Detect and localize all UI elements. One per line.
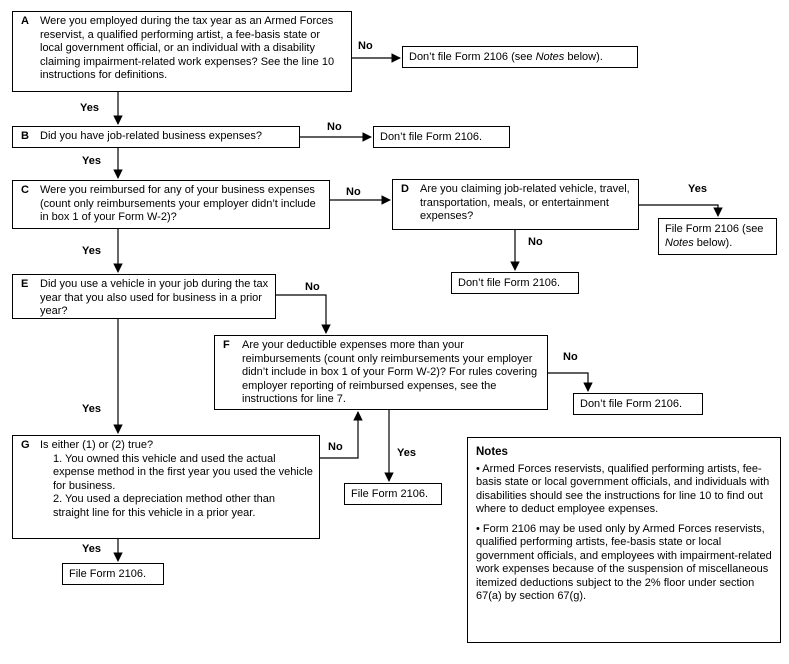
label-g-no: No (328, 441, 343, 453)
question-b-letter: B (21, 130, 29, 142)
question-d-text: Are you claiming job-related vehicle, tr… (420, 183, 630, 222)
label-c-yes: Yes (82, 245, 101, 257)
label-e-yes: Yes (82, 403, 101, 415)
question-e: E Did you use a vehicle in your job duri… (12, 274, 276, 319)
question-d-letter: D (401, 183, 409, 195)
label-e-no: No (305, 281, 320, 293)
label-g-yes: Yes (82, 543, 101, 555)
question-a-letter: A (21, 15, 29, 27)
question-d: D Are you claiming job-related vehicle, … (392, 179, 639, 230)
label-b-yes: Yes (82, 155, 101, 167)
outcome-a-no-prefix: Don’t file Form 2106 (see (409, 51, 536, 63)
outcome-d-yes-line1: File Form 2106 (see (665, 223, 764, 235)
question-g-letter: G (21, 439, 30, 451)
outcome-d-yes-emph: Notes (665, 236, 694, 249)
outcome-f-yes: File Form 2106. (344, 483, 442, 505)
notes-title: Notes (476, 446, 508, 458)
question-e-text: Did you use a vehicle in your job during… (40, 278, 269, 317)
outcome-d-no: Don’t file Form 2106. (451, 272, 579, 294)
question-e-letter: E (21, 278, 29, 290)
question-f-letter: F (223, 339, 230, 351)
question-c-text: Were you reimbursed for any of your busi… (40, 184, 316, 223)
outcome-f-no: Don’t file Form 2106. (573, 393, 703, 415)
notes-box: Notes • Armed Forces reservists, qualifi… (467, 437, 781, 643)
arrow-f-no (548, 372, 593, 392)
question-a: A Were you employed during the tax year … (12, 11, 352, 92)
outcome-b-no: Don’t file Form 2106. (373, 126, 510, 148)
outcome-a-no: Don’t file Form 2106 (see Notes below). (402, 46, 638, 68)
label-c-no: No (346, 186, 361, 198)
label-d-no: No (528, 236, 543, 248)
outcome-g-yes: File Form 2106. (62, 563, 164, 585)
note-item-1: • Armed Forces reservists, qualified per… (476, 462, 770, 516)
label-b-no: No (327, 121, 342, 133)
question-g-intro: Is either (1) or (2) true? (40, 439, 154, 451)
question-f-text: Are your deductible expenses more than y… (242, 339, 538, 405)
label-d-yes: Yes (688, 183, 707, 195)
question-g: G Is either (1) or (2) true? 1. You owne… (12, 435, 320, 539)
question-c-letter: C (21, 184, 29, 196)
question-f: F Are your deductible expenses more than… (214, 335, 548, 410)
question-b-text: Did you have job-related business expens… (40, 130, 262, 142)
outcome-a-no-suffix: below). (564, 51, 603, 63)
outcome-a-no-emph: Notes (535, 51, 565, 63)
arrow-e-to-f (276, 294, 331, 334)
label-f-no: No (563, 351, 578, 363)
outcome-d-yes: File Form 2106 (see Notes below). (658, 218, 777, 255)
question-b: B Did you have job-related business expe… (12, 126, 300, 148)
note-item-2: • Form 2106 may be used only by Armed Fo… (476, 522, 772, 603)
question-a-text: Were you employed during the tax year as… (40, 15, 335, 81)
label-a-yes: Yes (80, 102, 99, 114)
label-f-yes: Yes (397, 447, 416, 459)
question-g-item2: 2. You used a depreciation method other … (53, 493, 276, 519)
outcome-d-yes-suffix: below). (693, 236, 733, 249)
arrow-d-yes (639, 204, 723, 217)
arrow-g-to-f (320, 411, 363, 459)
label-a-no: No (358, 40, 373, 52)
question-c: C Were you reimbursed for any of your bu… (12, 180, 330, 229)
question-g-item1: 1. You owned this vehicle and used the a… (53, 452, 313, 492)
